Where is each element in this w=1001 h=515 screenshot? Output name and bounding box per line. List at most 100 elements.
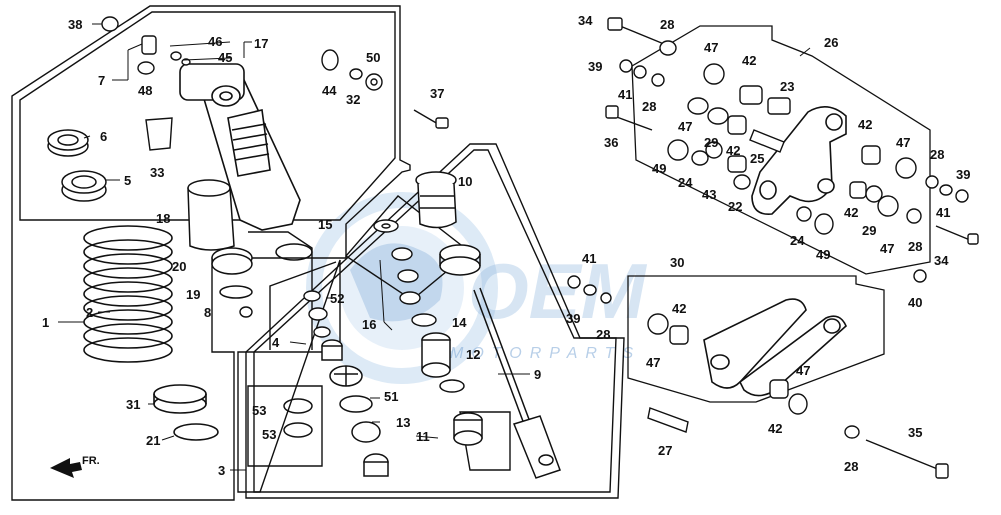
bolt-37	[413, 109, 449, 129]
callout-47f: 47	[796, 363, 810, 378]
callout-44: 44	[322, 83, 337, 98]
callout-47e: 47	[646, 355, 660, 370]
callout-21: 21	[146, 433, 160, 448]
callouts: 38 46 17 45 7 48 44 50 32 37 6 5 33 10 1…	[42, 13, 970, 478]
top-bushings	[101, 16, 383, 91]
callout-50: 50	[366, 50, 380, 65]
outline-bearing-11	[459, 411, 511, 471]
callout-27: 27	[658, 443, 672, 458]
seal-head-14	[439, 244, 481, 276]
leader-lines	[58, 23, 811, 471]
callout-30: 30	[670, 255, 684, 270]
reservoir-cap-10	[415, 171, 457, 229]
callout-6: 6	[100, 129, 107, 144]
callout-47a: 47	[704, 40, 718, 55]
callout-23: 23	[780, 79, 794, 94]
bump-rubber	[187, 179, 253, 275]
callout-48: 48	[138, 83, 152, 98]
callout-20: 20	[172, 259, 186, 274]
section-outlines-right	[627, 25, 931, 403]
callout-39a: 39	[588, 59, 602, 74]
damper-rod-9	[473, 287, 561, 479]
bushing-33	[145, 117, 173, 151]
outline-assembly-1	[11, 5, 411, 501]
callout-42a: 42	[742, 53, 756, 68]
callout-25: 25	[750, 151, 764, 166]
callout-11: 11	[416, 429, 430, 444]
callout-53a: 53	[252, 403, 266, 418]
adjuster-nut-5	[61, 170, 107, 202]
outline-damper-top	[19, 11, 396, 221]
adjuster-screw	[137, 35, 191, 75]
lock-nut-6	[47, 129, 89, 157]
callout-28f: 28	[844, 459, 858, 474]
front-label: FR.	[82, 455, 100, 467]
callout-3: 3	[218, 463, 225, 478]
callout-22: 22	[728, 199, 742, 214]
callout-51: 51	[384, 389, 398, 404]
outline-assembly-outer	[245, 143, 625, 499]
callout-29a: 29	[704, 135, 718, 150]
outline-link-30	[627, 275, 885, 403]
damper-washers	[303, 219, 437, 338]
callout-17: 17	[254, 36, 268, 51]
callout-40: 40	[908, 295, 922, 310]
bearing-11	[453, 412, 483, 446]
ring-15	[275, 243, 313, 261]
spring-clip	[173, 423, 219, 441]
callout-4: 4	[272, 335, 280, 350]
callout-42e: 42	[672, 301, 686, 316]
piston-12	[421, 332, 465, 393]
callout-28a: 28	[660, 17, 674, 32]
callout-18: 18	[156, 211, 170, 226]
callout-28c: 28	[930, 147, 944, 162]
section-outlines-left	[11, 5, 625, 501]
callout-49b: 49	[816, 247, 830, 262]
callout-24a: 24	[678, 175, 693, 190]
callout-36: 36	[604, 135, 618, 150]
shock-spring	[83, 225, 173, 363]
callout-8: 8	[204, 305, 211, 320]
callout-12: 12	[466, 347, 480, 362]
shock-body	[179, 63, 301, 231]
callout-47b: 47	[678, 119, 692, 134]
nut-8	[239, 306, 253, 318]
callout-7: 7	[98, 73, 105, 88]
callout-16: 16	[362, 317, 376, 332]
rebound-parts	[321, 339, 389, 477]
outline-assembly-4	[269, 261, 337, 350]
outline-rocker-arm-26	[631, 25, 931, 275]
spring-collar	[153, 384, 207, 414]
callout-14: 14	[452, 315, 467, 330]
callout-28b: 28	[642, 99, 656, 114]
outline-assembly-15	[248, 231, 313, 350]
callout-32: 32	[346, 92, 360, 107]
callout-52: 52	[330, 291, 344, 306]
callout-10: 10	[458, 174, 472, 189]
callout-41a: 41	[618, 87, 632, 102]
callout-47c: 47	[896, 135, 910, 150]
callout-38: 38	[68, 17, 82, 32]
callout-13: 13	[396, 415, 410, 430]
callout-9: 9	[534, 367, 541, 382]
callout-5: 5	[124, 173, 131, 188]
callout-46: 46	[208, 34, 222, 49]
callout-41b: 41	[936, 205, 950, 220]
callout-31: 31	[126, 397, 140, 412]
callout-2: 2	[86, 305, 93, 320]
watermark-brand: OEM	[468, 247, 648, 335]
callout-42b: 42	[858, 117, 872, 132]
outline-seals-53	[247, 385, 323, 467]
callout-42c: 42	[726, 143, 740, 158]
callout-47d: 47	[880, 241, 894, 256]
callout-1: 1	[42, 315, 49, 330]
outline-damper-rod	[253, 149, 617, 493]
callout-28e: 28	[596, 327, 610, 342]
callout-39b: 39	[956, 167, 970, 182]
callout-28d: 28	[908, 239, 922, 254]
callout-15: 15	[318, 217, 332, 232]
circlip-19	[219, 285, 253, 299]
seals-53	[283, 398, 313, 438]
watermark: OEM MOTORPARTS	[306, 192, 648, 384]
